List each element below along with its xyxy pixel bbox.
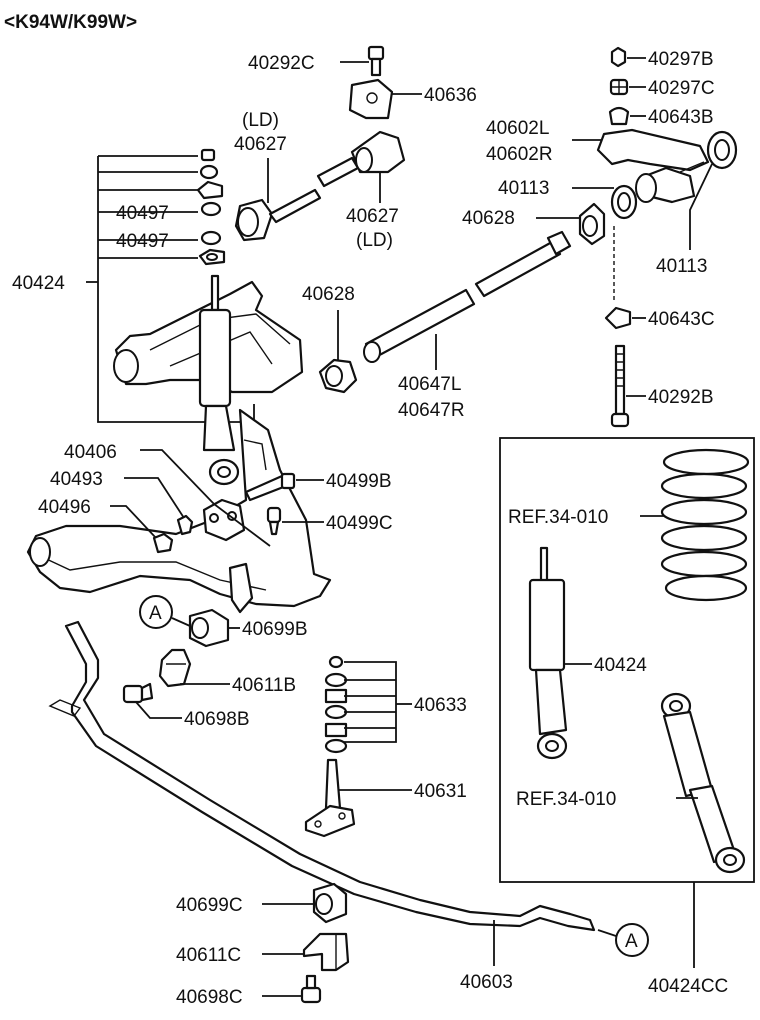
- label-40499B[interactable]: 40499B: [326, 471, 392, 492]
- stabilizer-bar-40603[interactable]: [48, 620, 596, 932]
- bolt-40698C[interactable]: [300, 974, 322, 1004]
- label-40113-right[interactable]: 40113: [656, 256, 707, 277]
- label-40493[interactable]: 40493: [50, 469, 103, 490]
- clamp-40611C[interactable]: [302, 932, 350, 972]
- link-40631[interactable]: [304, 758, 356, 838]
- leader-40406: [140, 449, 215, 505]
- bushing-40113-left[interactable]: [610, 184, 638, 220]
- rear-parts-box: [499, 437, 755, 883]
- coil-spring[interactable]: [660, 448, 750, 602]
- label-40698C[interactable]: 40698C: [176, 987, 243, 1008]
- label-40424-left[interactable]: 40424: [12, 273, 65, 294]
- nut-40297B[interactable]: [610, 46, 627, 68]
- label-40611C[interactable]: 40611C: [176, 945, 241, 966]
- label-40647L[interactable]: 40647L: [398, 374, 461, 395]
- label-ref-upper[interactable]: REF.34-010: [508, 507, 608, 528]
- nut-40297C[interactable]: [609, 78, 629, 96]
- label-40602R[interactable]: 40602R: [486, 144, 553, 165]
- bracket-40424: [97, 156, 255, 423]
- label-40113-left[interactable]: 40113: [498, 178, 549, 199]
- strut-bar-40627[interactable]: [234, 130, 406, 242]
- label-40627-upper[interactable]: 40627: [234, 134, 287, 155]
- label-40496[interactable]: 40496: [38, 497, 91, 518]
- washer-stack-40633[interactable]: [324, 655, 348, 754]
- callout-A-upper: A: [149, 603, 162, 624]
- label-40406[interactable]: 40406: [64, 442, 117, 463]
- bushing-40628-upper[interactable]: [578, 202, 606, 246]
- label-40631[interactable]: 40631: [414, 781, 467, 802]
- label-40499C[interactable]: 40499C: [326, 513, 393, 534]
- leader-40113-right: [689, 163, 713, 250]
- washer-40643C[interactable]: [604, 306, 632, 330]
- label-ref-lower[interactable]: REF.34-010: [516, 789, 616, 810]
- bracket-40636[interactable]: [348, 78, 394, 120]
- label-40628-lower[interactable]: 40628: [302, 284, 355, 305]
- label-40602L[interactable]: 40602L: [486, 118, 549, 139]
- leader-40496: [110, 505, 157, 539]
- shock-absorber-40424-front[interactable]: [198, 274, 240, 486]
- bolt-40499B[interactable]: [244, 472, 296, 502]
- bracket-lower[interactable]: [228, 562, 254, 614]
- bolt-40499C[interactable]: [266, 506, 282, 536]
- strut-bar-40647[interactable]: [363, 230, 572, 363]
- washer-40643B[interactable]: [608, 106, 630, 126]
- label-40297B[interactable]: 40297B: [648, 49, 714, 70]
- clamp-40611B[interactable]: [158, 648, 192, 688]
- label-40424CC[interactable]: 40424CC: [648, 976, 728, 997]
- model-header: <K94W/K99W>: [4, 12, 137, 33]
- leader-40493: [124, 477, 185, 519]
- upper-arm-40602[interactable]: [596, 128, 710, 204]
- bracket-40406[interactable]: [202, 498, 246, 542]
- label-40292C[interactable]: 40292C: [248, 53, 315, 74]
- label-ld-upper: (LD): [242, 110, 279, 131]
- bolt-40292C[interactable]: [367, 45, 385, 77]
- callout-circle-A-lower: [615, 923, 649, 957]
- label-40699B[interactable]: 40699B: [242, 619, 308, 640]
- label-40643C[interactable]: 40643C: [648, 309, 715, 330]
- label-40699C[interactable]: 40699C: [176, 895, 243, 916]
- callout-A-lower: A: [625, 931, 638, 952]
- leader-40698B: [135, 701, 182, 719]
- label-40627-lower[interactable]: 40627: [346, 206, 399, 227]
- label-40603[interactable]: 40603: [460, 972, 513, 993]
- label-40297C[interactable]: 40297C: [648, 78, 715, 99]
- shock-absorber-rear-2[interactable]: [660, 692, 746, 874]
- nut-40496[interactable]: [152, 532, 174, 554]
- label-ld-lower: (LD): [356, 230, 393, 251]
- label-40292B[interactable]: 40292B: [648, 387, 714, 408]
- label-40497-b[interactable]: 40497: [116, 231, 169, 252]
- bushing-40113-right[interactable]: [706, 130, 738, 170]
- bushing-40628-lower[interactable]: [318, 358, 358, 394]
- label-40628-upper[interactable]: 40628: [462, 208, 515, 229]
- nut-40493[interactable]: [176, 514, 194, 536]
- label-40633[interactable]: 40633: [414, 695, 467, 716]
- bracket-40633: [344, 661, 397, 743]
- bolt-40698B[interactable]: [122, 682, 154, 704]
- label-40647R[interactable]: 40647R: [398, 400, 465, 421]
- knuckle-frame[interactable]: [26, 408, 332, 608]
- label-40698B[interactable]: 40698B: [184, 709, 250, 730]
- washer-stack-40424[interactable]: [196, 148, 226, 266]
- bushing-40699C[interactable]: [312, 882, 348, 924]
- label-40611B[interactable]: 40611B: [232, 675, 296, 696]
- bolt-40292B[interactable]: [610, 344, 630, 428]
- label-40497-a[interactable]: 40497: [116, 203, 169, 224]
- label-40424-rear[interactable]: 40424: [594, 655, 647, 676]
- label-40636[interactable]: 40636: [424, 85, 477, 106]
- callout-circle-A-upper: [139, 595, 173, 629]
- label-40643B[interactable]: 40643B: [648, 107, 714, 128]
- shock-absorber-rear-1[interactable]: [528, 546, 568, 760]
- bushing-40699B[interactable]: [188, 608, 230, 648]
